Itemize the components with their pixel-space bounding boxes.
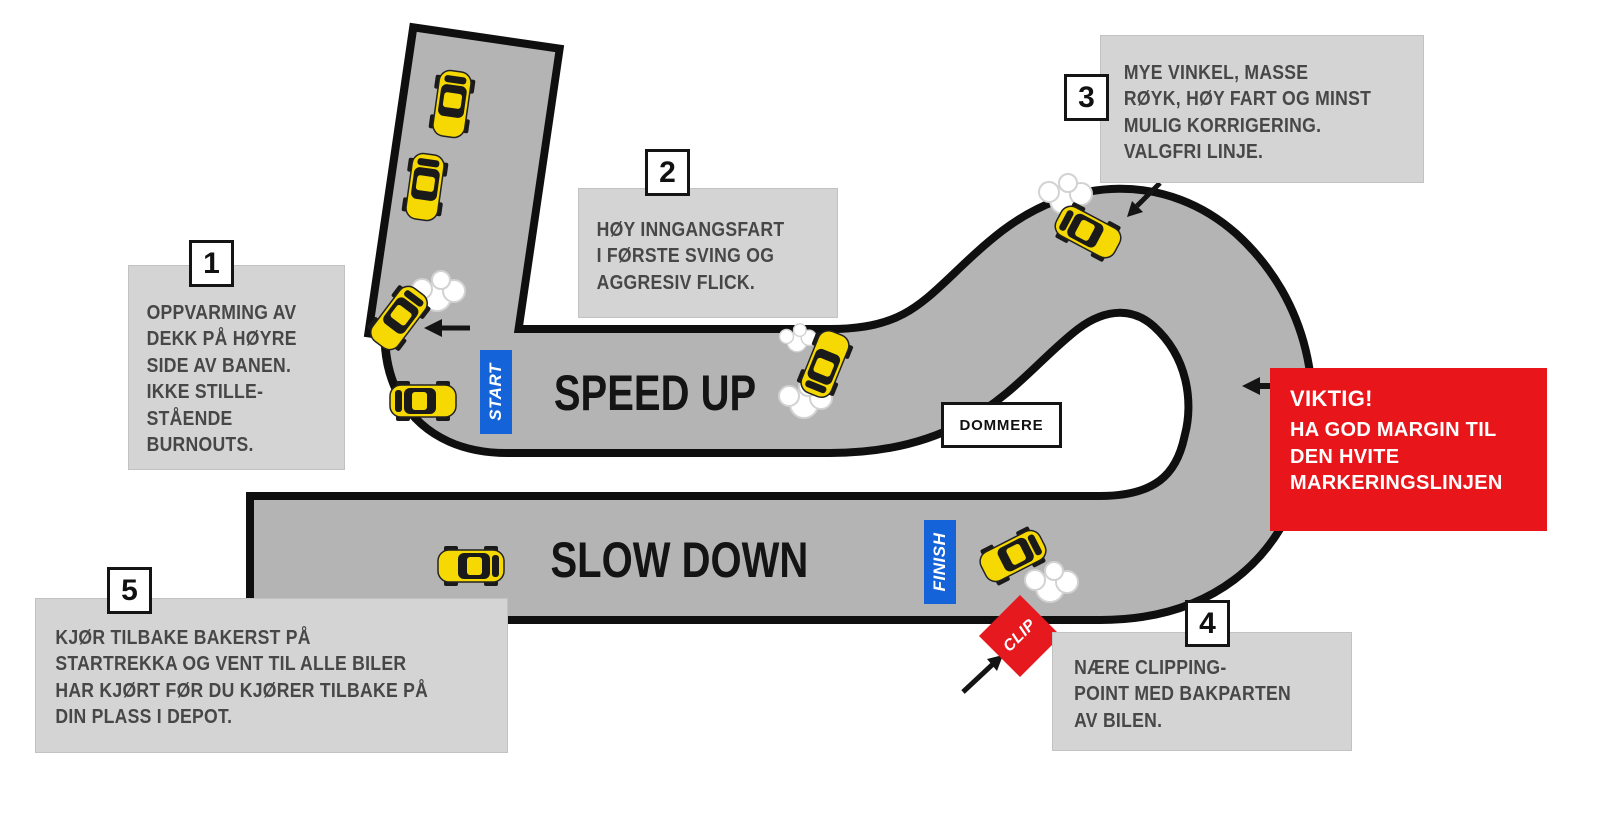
- car-icon: [437, 545, 505, 587]
- car-icon: [389, 380, 457, 422]
- arrow-warmup: [424, 319, 470, 337]
- finish-sign: FINISH: [924, 520, 956, 604]
- note-box-5: 5 KJØR TILBAKE BAKERST PÅ STARTREKKA OG …: [35, 567, 508, 753]
- clip-label: CLIP: [1000, 616, 1040, 656]
- dommere-box: DOMMERE: [941, 402, 1062, 448]
- note-text-4: NÆRE CLIPPING- POINT MED BAKPARTEN AV BI…: [1074, 657, 1291, 732]
- warning-title: VIKTIG!: [1290, 386, 1373, 411]
- note-number-1: 1: [189, 240, 234, 287]
- note-box-2: 2 HØY INNGANGSFART I FØRSTE SVING OG AGG…: [578, 149, 838, 318]
- note-text-5: KJØR TILBAKE BAKERST PÅ STARTREKKA OG VE…: [55, 627, 429, 729]
- warning-box: VIKTIG! HA GOD MARGIN TIL DEN HVITE MARK…: [1270, 368, 1547, 531]
- note-box-3: 3 MYE VINKEL, MASSE RØYK, HØY FART OG MI…: [1064, 35, 1424, 183]
- slow-down-label: SLOW DOWN: [550, 532, 809, 588]
- note-box-4: 4 NÆRE CLIPPING- POINT MED BAKPARTEN AV …: [1052, 600, 1352, 751]
- note-number-4: 4: [1185, 600, 1230, 647]
- warning-text: HA GOD MARGIN TIL DEN HVITE MARKERINGSLI…: [1290, 419, 1503, 495]
- note-text-3: MYE VINKEL, MASSE RØYK, HØY FART OG MINS…: [1123, 62, 1372, 164]
- speed-up-label: SPEED UP: [553, 365, 757, 421]
- note-text-1: OPPVARMING AV DEKK PÅ HØYRE SIDE AV BANE…: [146, 302, 297, 456]
- note-number-5: 5: [107, 567, 152, 614]
- start-sign: START: [480, 350, 512, 434]
- note-box-1: 1 OPPVARMING AV DEKK PÅ HØYRE SIDE AV BA…: [128, 240, 345, 470]
- note-text-2: HØY INNGANGSFART I FØRSTE SVING OG AGGRE…: [596, 219, 785, 294]
- note-number-2: 2: [645, 149, 690, 196]
- arrow-clip: [961, 655, 1003, 694]
- arrow-note3: [1127, 181, 1162, 217]
- note-number-3: 3: [1064, 74, 1109, 121]
